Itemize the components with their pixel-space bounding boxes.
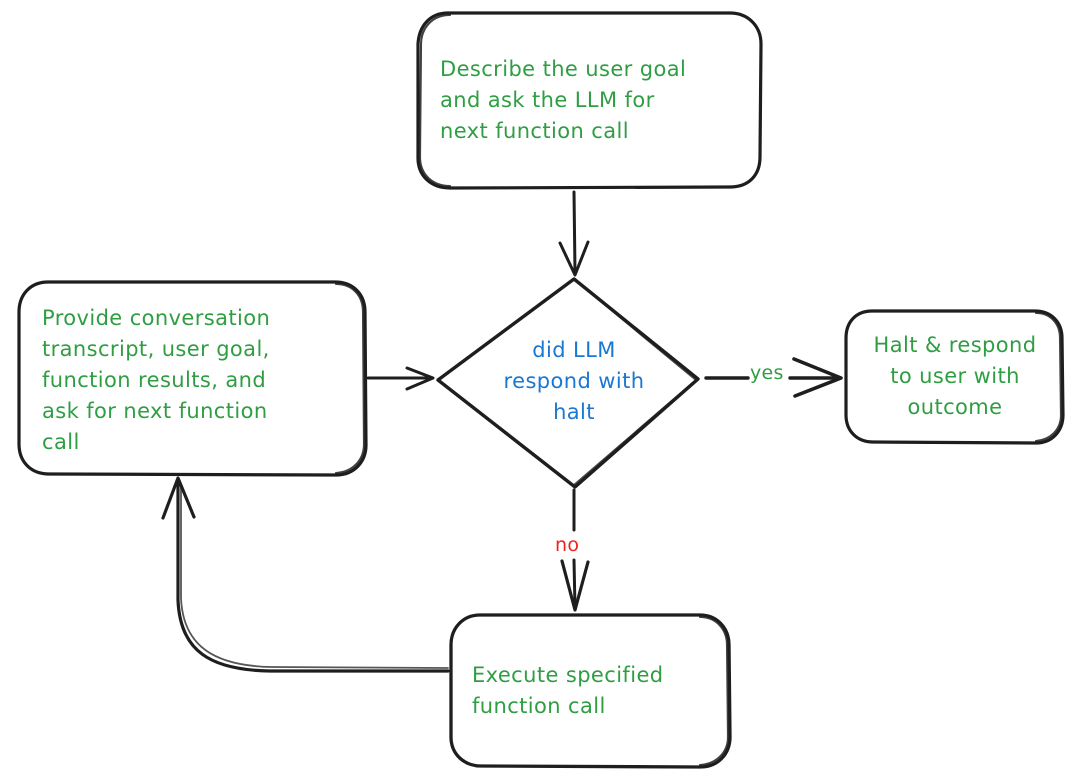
edge-describe-to-decision — [558, 190, 590, 277]
edge-provide-to-decision — [366, 366, 435, 391]
node-decision-shape[interactable] — [436, 277, 700, 489]
node-halt-shape[interactable] — [844, 309, 1065, 445]
node-execute-shape[interactable] — [449, 613, 732, 769]
edge-execute-to-provide — [161, 476, 450, 673]
edge-decision-to-halt — [704, 357, 843, 398]
node-describe-shape[interactable] — [416, 11, 763, 190]
node-provide-shape[interactable] — [17, 280, 368, 477]
edge-decision-to-execute — [560, 488, 590, 612]
